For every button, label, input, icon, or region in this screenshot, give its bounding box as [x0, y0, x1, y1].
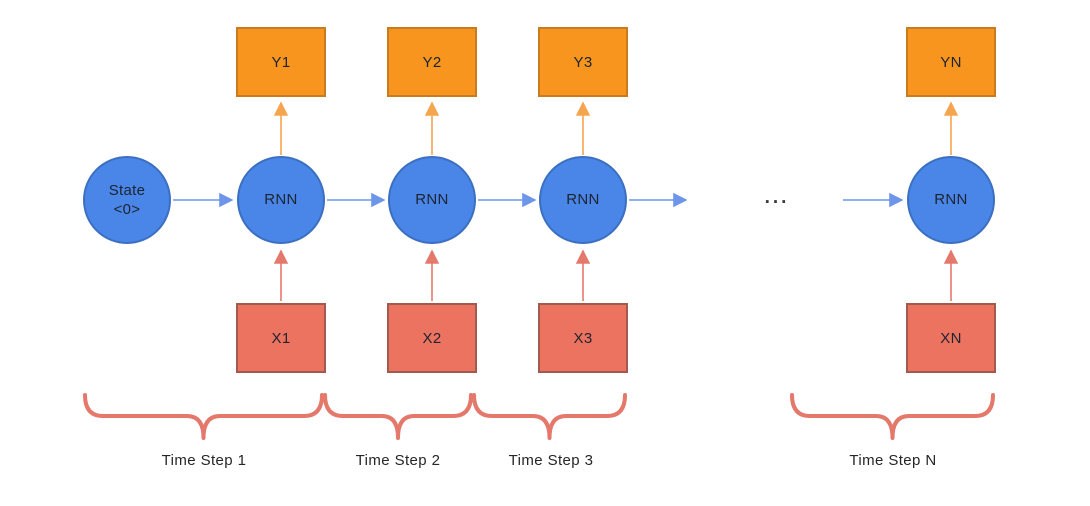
- output-box-y2: Y2: [387, 27, 477, 97]
- time-step-N-label: Time Step N: [849, 452, 937, 469]
- rnn-node-2: RNN: [388, 156, 476, 244]
- output-box-y3: Y3: [538, 27, 628, 97]
- state-node-label-line2: <0>: [113, 201, 141, 218]
- ellipsis-continuation: ...: [764, 187, 790, 208]
- time-step-1-label: Time Step 1: [161, 452, 247, 469]
- time-step-braces: [83, 393, 995, 440]
- time-step-3-label: Time Step 3: [508, 452, 594, 469]
- rnn-node-1: RNN: [237, 156, 325, 244]
- brace-time-step-2: [323, 393, 473, 440]
- output-box-y1: Y1: [236, 27, 326, 97]
- state-node-label-line1: State: [108, 181, 146, 199]
- output-arrows: [273, 101, 959, 155]
- input-box-xN: XN: [906, 303, 996, 373]
- rnn-node-3: RNN: [539, 156, 627, 244]
- brace-time-step-3: [472, 393, 627, 440]
- time-step-2-label: Time Step 2: [355, 452, 441, 469]
- state-node: State <0>: [83, 156, 171, 244]
- input-arrows: [273, 249, 959, 301]
- brace-time-step-1: [83, 393, 324, 440]
- brace-time-step-N: [790, 393, 995, 440]
- input-box-x3: X3: [538, 303, 628, 373]
- rnn-node-N: RNN: [907, 156, 995, 244]
- input-box-x1: X1: [236, 303, 326, 373]
- output-box-yN: YN: [906, 27, 996, 97]
- input-box-x2: X2: [387, 303, 477, 373]
